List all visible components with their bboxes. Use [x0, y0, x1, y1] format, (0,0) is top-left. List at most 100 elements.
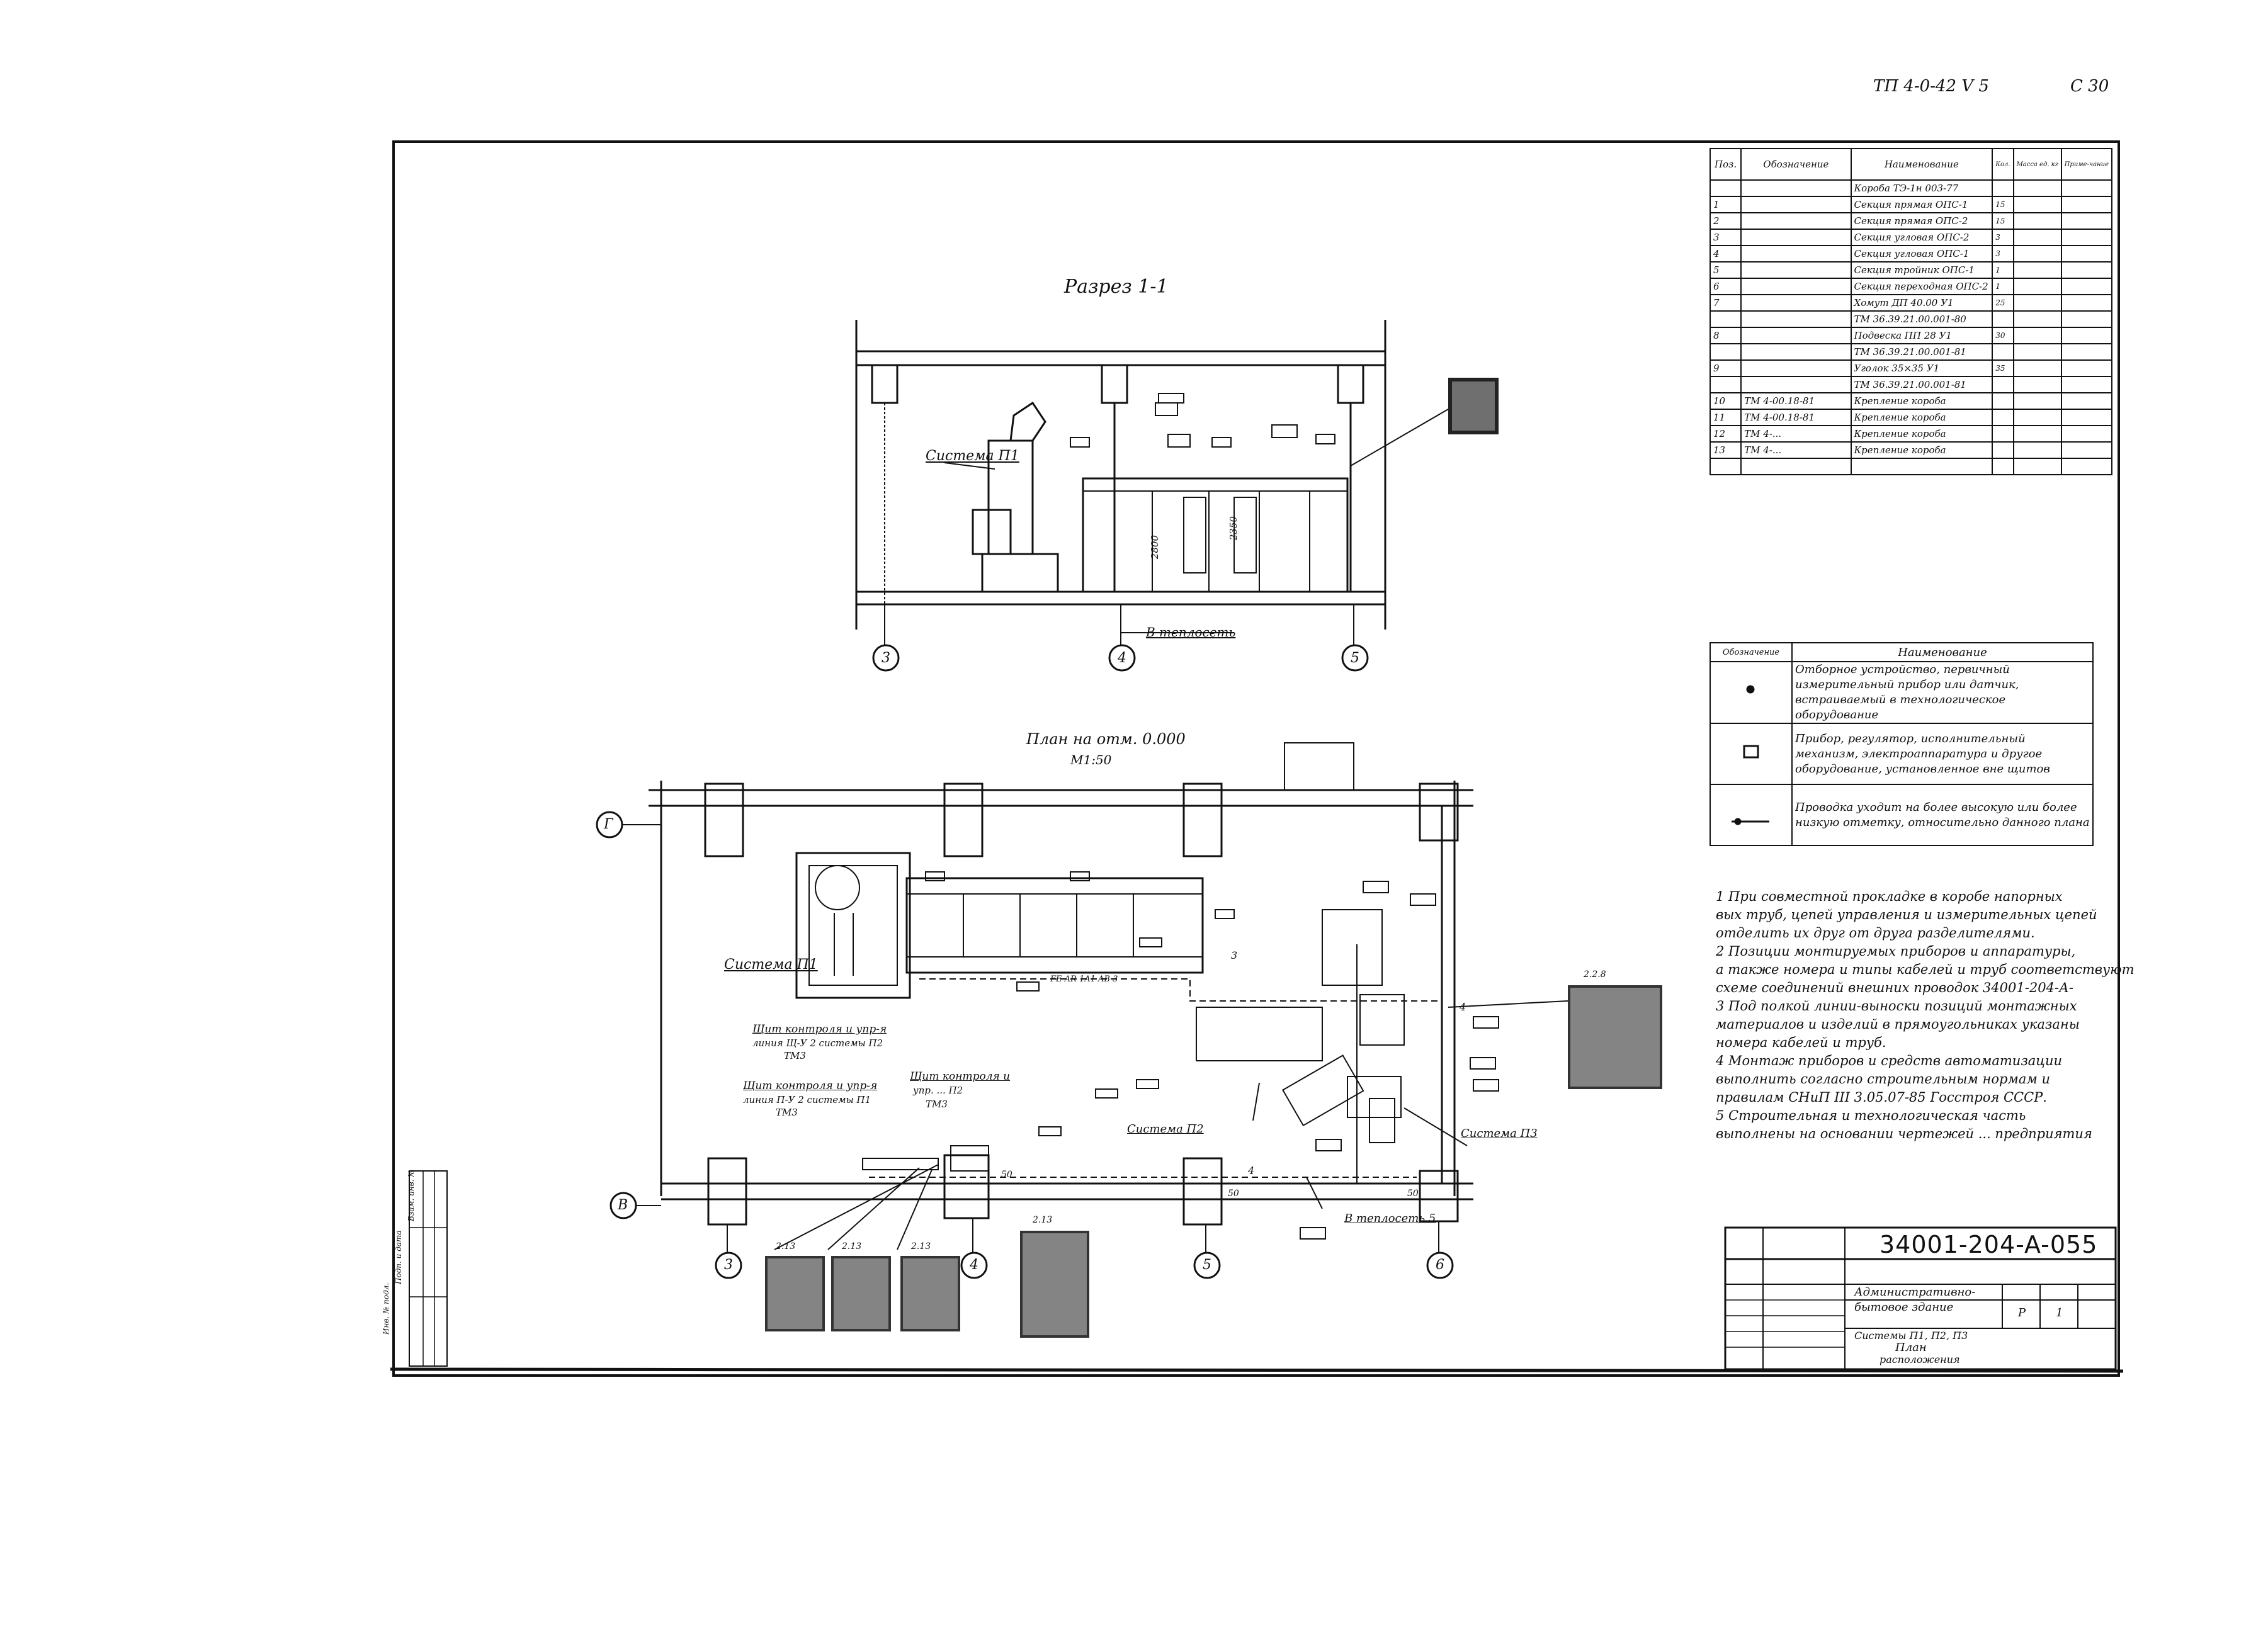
- spec-cell-qty: [1992, 343, 2014, 361]
- spec-cell-designation: [1740, 179, 1852, 197]
- section-axis-4: 4: [1118, 650, 1126, 666]
- spec-cell-note: [2060, 278, 2113, 295]
- spec-cell-name: Секция тройник ОПС-1: [1850, 261, 1993, 279]
- spec-cell-note: [2060, 392, 2113, 410]
- spec-cell-name: Крепление короба: [1850, 392, 1993, 410]
- spec-cell-qty: 3: [1992, 245, 2014, 263]
- legend-text: Проводка уходит на более высокую или бол…: [1791, 784, 2094, 846]
- section-dim-2350: 2350: [1228, 516, 1240, 541]
- spec-table-header: Поз. Обозначение Наименование Кол. Масса…: [1709, 148, 2113, 181]
- spec-table-row: ТМ 36.39.21.00.001-81: [1709, 343, 2113, 361]
- tag-label-2: 2.13: [842, 1241, 862, 1252]
- num-label-4b: 4: [1248, 1165, 1255, 1177]
- spec-cell-qty: 1: [1992, 261, 2014, 279]
- spec-table-row: ТМ 36.39.21.00.001-81: [1709, 376, 2113, 393]
- panel-2-label-a: Щит контроля и упр-я: [743, 1080, 878, 1092]
- spec-header-note: Приме-чание: [2060, 148, 2113, 181]
- note-line: правилам СНиП III 3.05.07-85 Госстроя СС…: [1716, 1090, 2047, 1105]
- spec-cell-name: ТМ 36.39.21.00.001-81: [1850, 343, 1993, 361]
- plan-col-axis-5: 5: [1203, 1257, 1211, 1273]
- section-axis-bubbles: [872, 644, 1369, 672]
- spec-cell-mass: [2012, 392, 2062, 410]
- spec-cell-mass: [2012, 441, 2062, 459]
- spec-cell-pos: 10: [1709, 392, 1742, 410]
- spec-cell-note: [2060, 310, 2113, 328]
- plan-col-axis-4: 4: [970, 1257, 978, 1273]
- spec-cell-note: [2060, 425, 2113, 443]
- spec-cell-pos: 9: [1709, 359, 1742, 377]
- spec-cell-pos: 11: [1709, 409, 1742, 426]
- spec-cell-designation: [1740, 327, 1852, 344]
- spec-cell-name: Крепление короба: [1850, 409, 1993, 426]
- spec-cell-pos: 6: [1709, 278, 1742, 295]
- spec-cell-pos: [1709, 179, 1742, 197]
- spec-cell-designation: ТМ 4-00.18-81: [1740, 392, 1852, 410]
- spec-cell-pos: 8: [1709, 327, 1742, 344]
- spec-cell-pos: 13: [1709, 441, 1742, 459]
- panel-1-label-b: линия Щ-У 2 системы П2: [752, 1037, 883, 1049]
- spec-cell-note: [2060, 343, 2113, 361]
- legend-row: Прибор, регулятор, исполнительный механи…: [1710, 723, 2094, 785]
- panel-3-label-b: упр. ... П2: [913, 1085, 963, 1096]
- spec-cell-designation: [1740, 245, 1852, 263]
- spec-cell-name: [1850, 458, 1993, 475]
- spec-cell-mass: [2012, 278, 2062, 295]
- panel-1-label-a: Щит контроля и упр-я: [752, 1023, 887, 1036]
- spec-cell-qty: [1992, 409, 2014, 426]
- spec-cell-name: Короба ТЭ-1н 003-77: [1850, 179, 1993, 197]
- spec-cell-qty: 25: [1992, 294, 2014, 312]
- spec-cell-pos: 12: [1709, 425, 1742, 443]
- spec-cell-qty: 1: [1992, 278, 2014, 295]
- note-line: схеме соединений внешних проводок 34001-…: [1716, 980, 2074, 995]
- legend-row: Проводка уходит на более высокую или бол…: [1710, 784, 2094, 846]
- spec-cell-qty: [1992, 310, 2014, 328]
- spec-cell-mass: [2012, 327, 2062, 344]
- spec-header-designation: Обозначение: [1740, 148, 1852, 181]
- spec-cell-name: Секция прямая ОПС-1: [1850, 196, 1993, 213]
- spec-cell-mass: [2012, 294, 2062, 312]
- stamp-line-2: бытовое здание: [1854, 1301, 1954, 1314]
- section-dim-2800: 2800: [1149, 534, 1161, 560]
- spec-table-row: Короба ТЭ-1н 003-77: [1709, 179, 2113, 197]
- num-label-3: 3: [1231, 949, 1238, 961]
- sheet-frame: [390, 140, 2124, 1377]
- spec-cell-qty: [1992, 376, 2014, 393]
- spec-cell-name: Крепление короба: [1850, 441, 1993, 459]
- spec-cell-note: [2060, 179, 2113, 197]
- top-code: ТП 4-0-42 V 5: [1873, 77, 1989, 96]
- section-network-label: В теплосеть: [1146, 624, 1236, 640]
- notes-block: 1 При совместной прокладке в коробе напо…: [1716, 888, 2135, 1143]
- spec-cell-pos: 5: [1709, 261, 1742, 279]
- panel-2-label-b: линия П-У 2 системы П1: [743, 1094, 871, 1105]
- section-axis-5: 5: [1351, 650, 1359, 666]
- legend-symbol-dot-cell: [1710, 661, 1793, 724]
- spec-cell-pos: [1709, 310, 1742, 328]
- note-line: выполнить согласно строительным нормам и: [1716, 1071, 2050, 1087]
- plan-row-axis-g: Г: [604, 817, 613, 832]
- stamp-line-3: Системы П1, П2, П3: [1854, 1330, 1968, 1342]
- spec-cell-note: [2060, 212, 2113, 230]
- note-line: 1 При совместной прокладке в коробе напо…: [1716, 889, 2063, 904]
- legend-row: Отборное устройство, первичный измерител…: [1710, 661, 2094, 724]
- spec-cell-mass: [2012, 212, 2062, 230]
- section-axis-3: 3: [882, 650, 890, 666]
- spec-cell-name: ТМ 36.39.21.00.001-81: [1850, 376, 1993, 393]
- legend-text: Прибор, регулятор, исполнительный механи…: [1791, 723, 2094, 785]
- spec-header-name: Наименование: [1850, 148, 1993, 181]
- stamp-line-1: Административно-: [1854, 1286, 1976, 1299]
- spec-cell-name: Секция прямая ОПС-2: [1850, 212, 1993, 230]
- spec-cell-name: Хомут ДП 40.00 У1: [1850, 294, 1993, 312]
- spec-table: Поз. Обозначение Наименование Кол. Масса…: [1709, 148, 2113, 475]
- plan-system-p2-label: Система П2: [1127, 1122, 1204, 1136]
- spec-cell-qty: [1992, 392, 2014, 410]
- plan-network-label: В теплосеть 5: [1344, 1212, 1436, 1225]
- legend-symbol-square-cell: [1710, 723, 1793, 785]
- spec-cell-name: Секция переходная ОПС-2: [1850, 278, 1993, 295]
